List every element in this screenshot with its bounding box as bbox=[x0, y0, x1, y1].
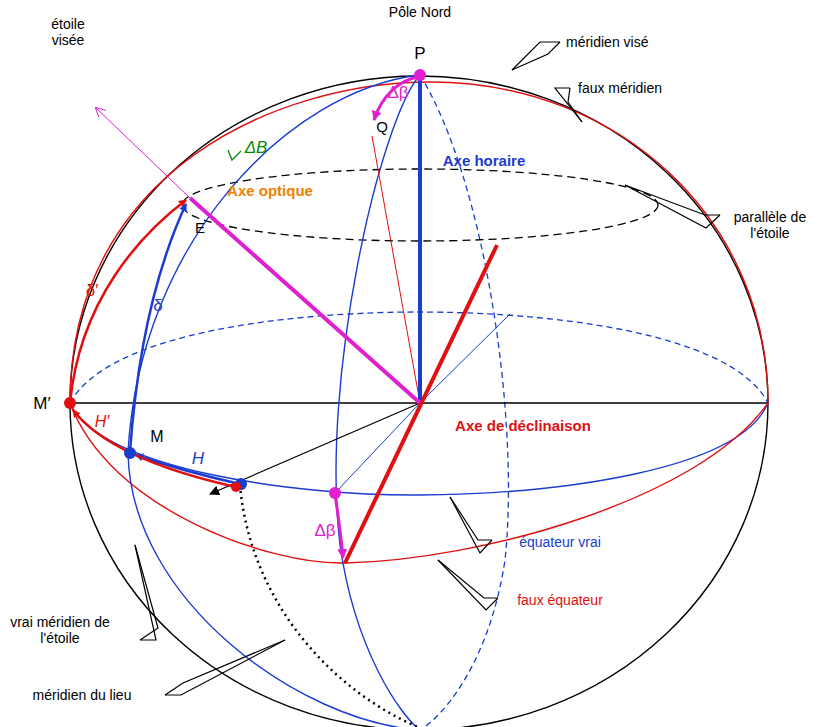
arc-label: δ′ bbox=[86, 281, 99, 300]
point-label: M bbox=[150, 428, 163, 446]
callout-label: méridien du lieu bbox=[33, 687, 132, 703]
point-label: E bbox=[195, 219, 205, 236]
callout-label: équateur vrai bbox=[519, 534, 601, 550]
pole-label: Pôle Nord bbox=[389, 4, 451, 20]
axis-label: Axe horaire bbox=[443, 152, 526, 169]
angle-label: Δβ bbox=[314, 521, 335, 540]
callout-label: faux équateur bbox=[517, 592, 603, 608]
axis-label: Axe optique bbox=[227, 182, 313, 199]
angle-label: Δβ bbox=[387, 83, 408, 102]
callout-label: méridien visé bbox=[566, 34, 648, 50]
callout-label: vrai méridien de l'étoile bbox=[5, 614, 115, 646]
callout-label: faux méridien bbox=[578, 80, 662, 96]
arc-label: H′ bbox=[95, 413, 110, 431]
callout-label: parallèle de l'étoile bbox=[725, 209, 815, 241]
point-label: M′ bbox=[33, 394, 50, 413]
point-label: P bbox=[414, 44, 425, 63]
axis-label: Axe de déclinaison bbox=[455, 417, 591, 434]
arc-label: δ bbox=[153, 296, 162, 315]
point-label: Q bbox=[376, 118, 388, 135]
star-label: étoile visée bbox=[33, 16, 103, 48]
angle-label: ΔB bbox=[245, 138, 268, 157]
arc-label: H bbox=[192, 449, 204, 468]
